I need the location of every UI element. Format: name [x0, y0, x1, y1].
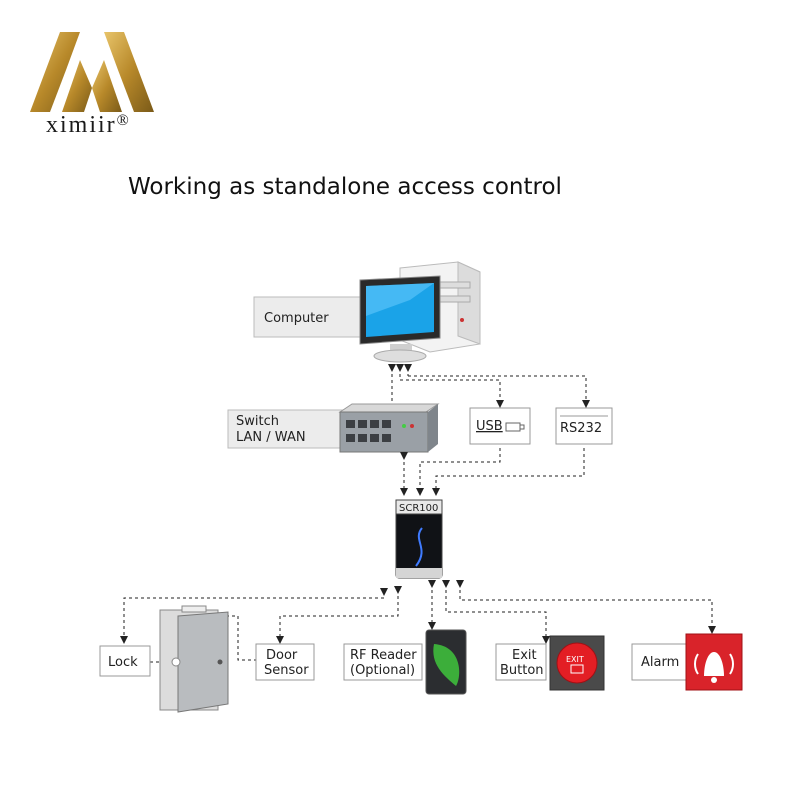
rf-reader-box [343, 643, 423, 681]
rs232-box [555, 407, 613, 445]
brand-name-text: ximiir [46, 112, 117, 138]
rf-reader-line2: (Optional) [350, 663, 415, 678]
switch-label-line1: Switch [236, 414, 279, 429]
brand-name: ximiir® [46, 112, 131, 139]
logo-m-mid-right [92, 60, 122, 112]
leaf-icon [433, 644, 460, 686]
lock-label: Lock [108, 655, 138, 670]
logo-m-mid-left [62, 60, 92, 112]
alarm-label: Alarm [641, 655, 679, 670]
brand-logo [30, 32, 154, 112]
switch-label-box [227, 409, 345, 449]
network-switch-icon [338, 403, 440, 453]
scr100-device: SCR100 [395, 499, 443, 579]
door-icon [159, 605, 229, 713]
exit-label-line2: Button [500, 663, 544, 678]
exit-button-device: EXIT [549, 635, 605, 691]
logo-m-left [30, 32, 80, 112]
lock-box [99, 645, 151, 677]
logo-m-right [104, 32, 154, 112]
diagram-title: Working as standalone access control [128, 174, 562, 200]
computer-label: Computer [264, 311, 329, 326]
computer-monitor-icon [359, 275, 441, 363]
registered-mark: ® [116, 112, 131, 129]
connector-lines [120, 364, 716, 663]
bell-icon [704, 652, 724, 676]
device-label: SCR100 [399, 503, 438, 514]
alarm-device [685, 633, 743, 691]
exit-icon-text: EXIT [566, 655, 584, 664]
usb-plug-icon [505, 422, 525, 432]
usb-label: USB [476, 419, 503, 434]
rf-reader-device [425, 629, 467, 695]
exit-label-line1: Exit [512, 648, 537, 663]
switch-label-line2: LAN / WAN [236, 430, 306, 445]
alarm-box [631, 643, 687, 681]
exit-button-box [495, 643, 547, 681]
door-sensor-box [255, 643, 315, 681]
door-sensor-line1: Door [266, 648, 298, 663]
rf-reader-line1: RF Reader [350, 648, 417, 663]
rs232-label: RS232 [560, 421, 602, 436]
computer-label-box [253, 296, 375, 338]
door-sensor-line2: Sensor [264, 663, 309, 678]
